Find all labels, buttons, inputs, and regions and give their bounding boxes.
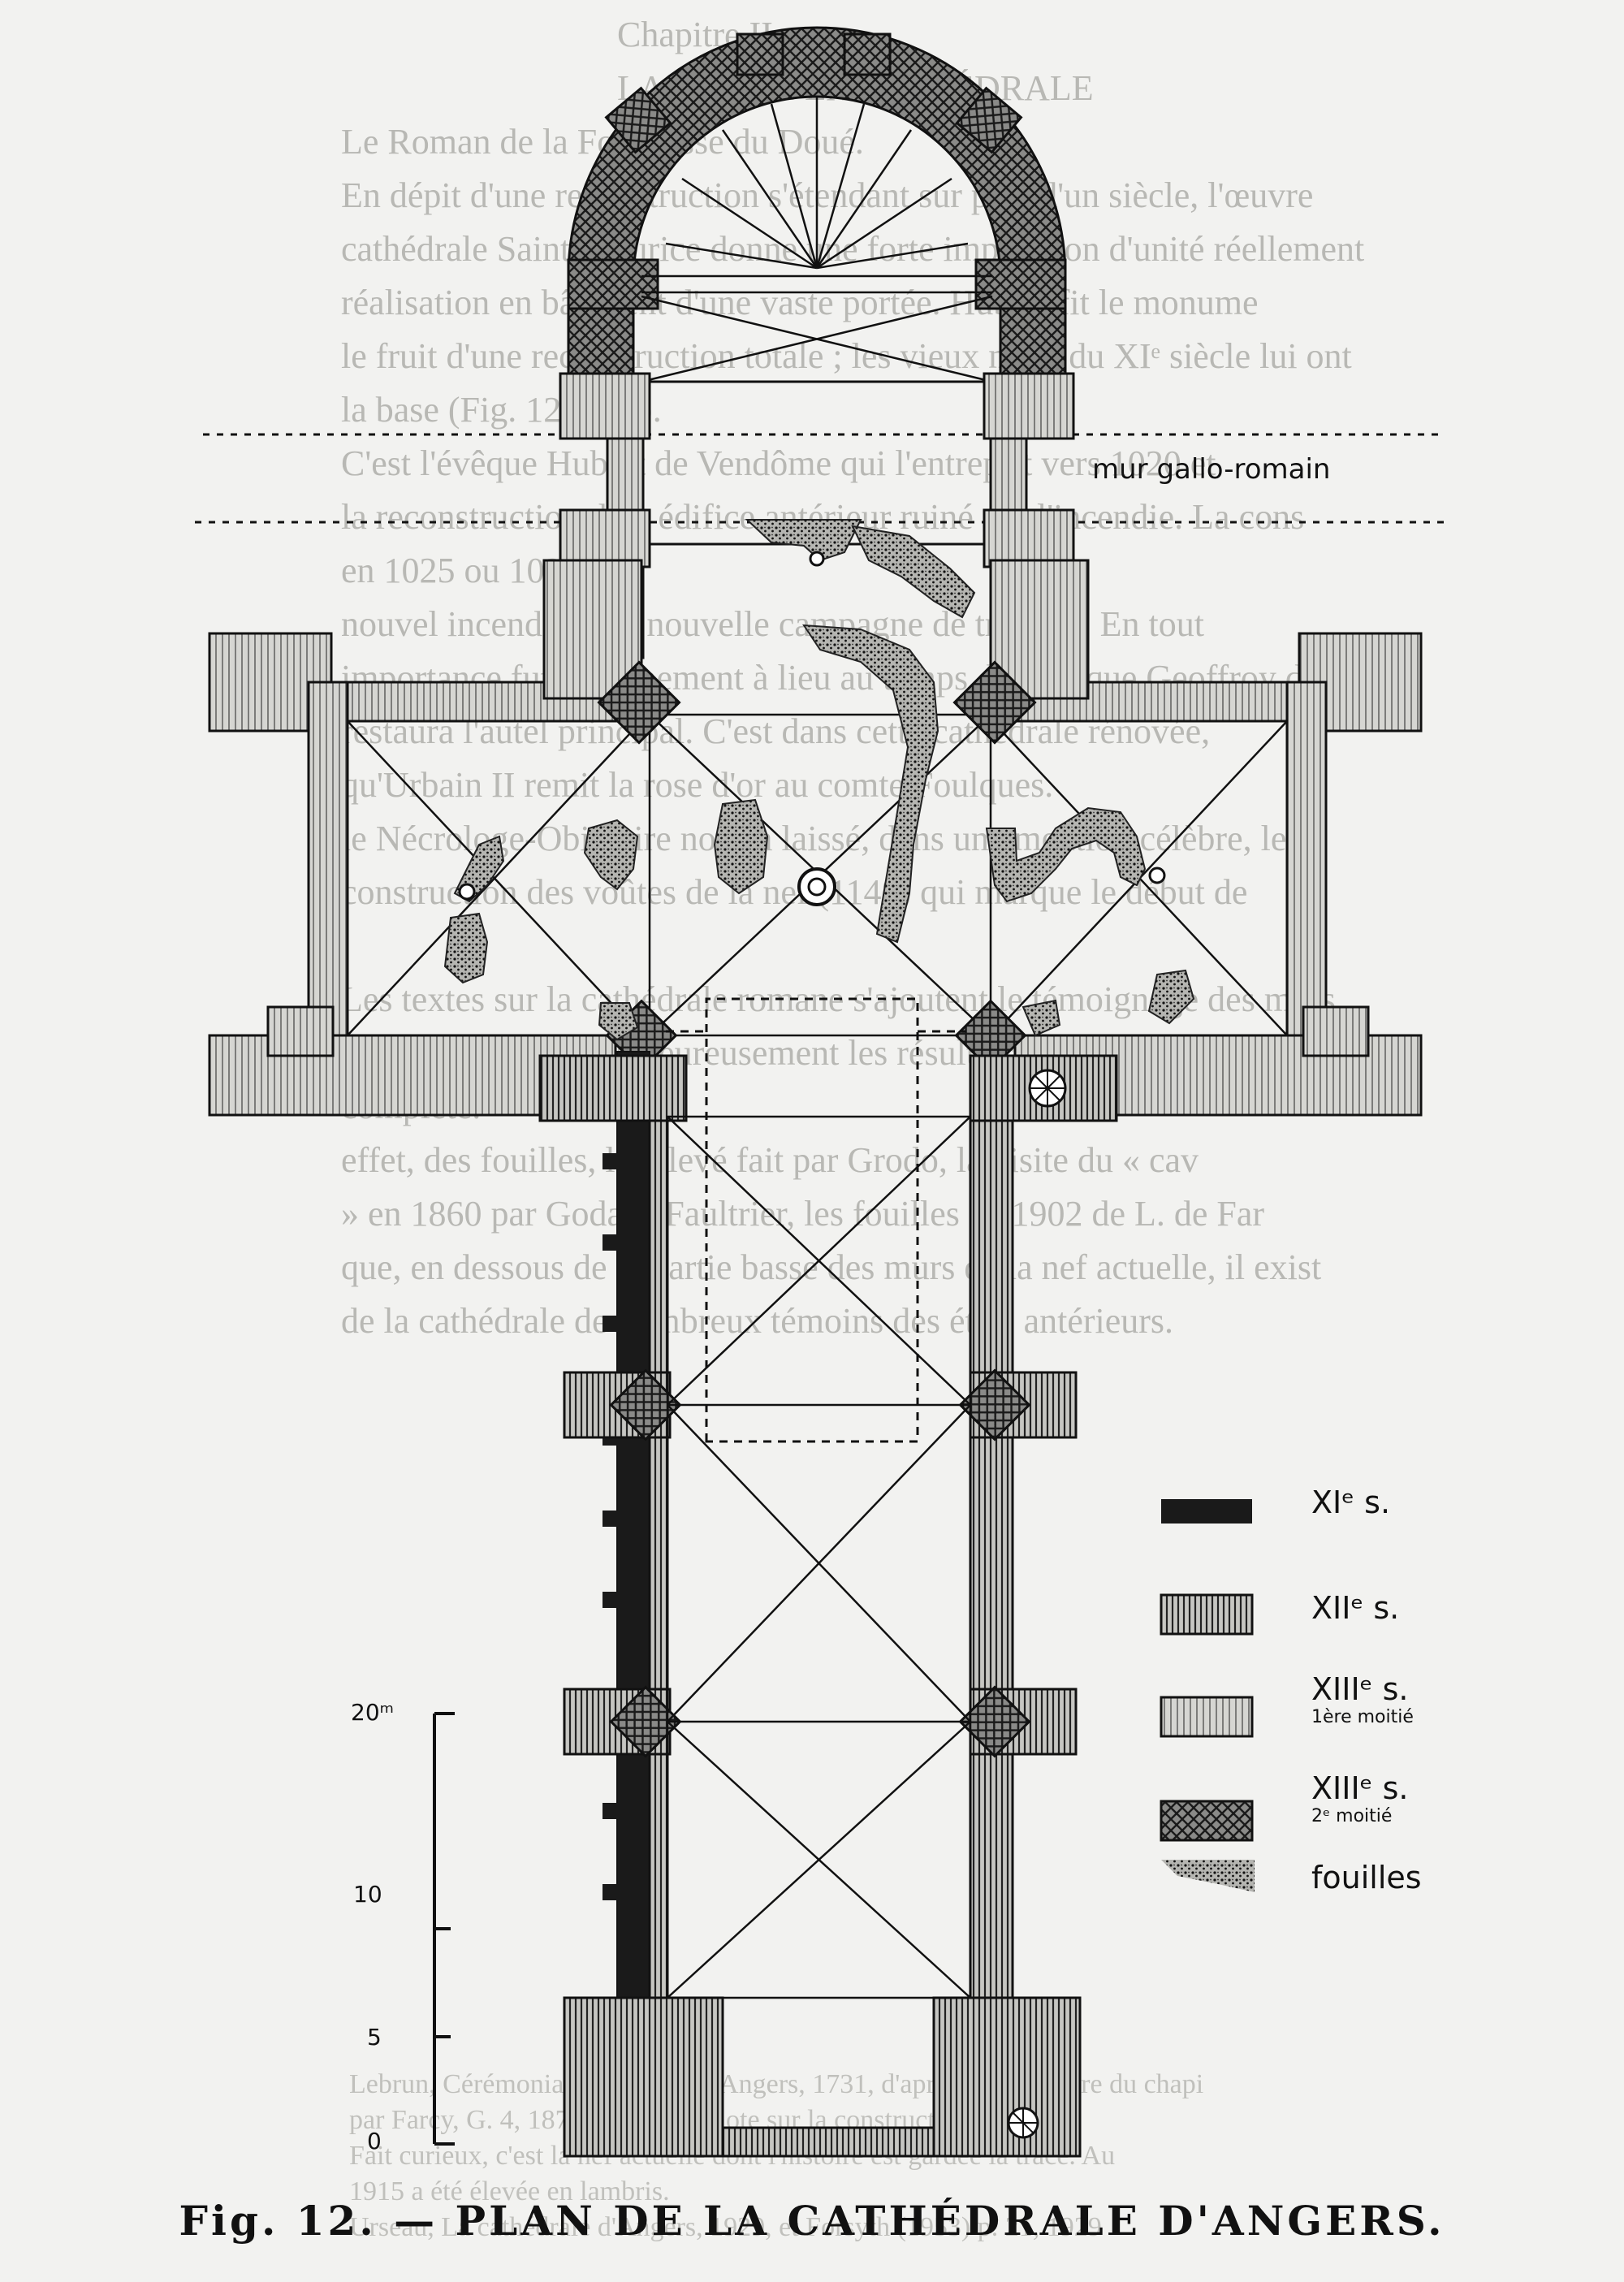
legend-item-xiii-2: XIIIᵉ s. 2ᵉ moitié [1311, 1770, 1408, 1826]
legend-label-xiii-1: XIIIᵉ s. [1311, 1671, 1409, 1707]
legend-label-xi: XIᵉ s. [1311, 1485, 1391, 1520]
background-line: effet, des fouilles, le relevé fait par … [341, 1140, 1199, 1180]
scale-label-20: 20ᵐ [351, 1699, 395, 1726]
legend-item-fouilles: fouilles [1311, 1860, 1422, 1895]
gallo-roman-wall-label: mur gallo-romain [1092, 453, 1331, 486]
legend-item-xii: XIIᵉ s. [1311, 1590, 1399, 1626]
legend-label-xii: XIIᵉ s. [1311, 1590, 1400, 1626]
background-line: que, en dessous de la partie basse des m… [341, 1247, 1322, 1287]
legend-sub-xiii-2: 2ᵉ moitié [1311, 1806, 1393, 1826]
background-footnote: Urseau, La cathédrale d'Angers, 1929, et… [349, 2212, 1102, 2242]
scale-label-5: 5 [367, 2024, 382, 2051]
legend-label-xiii-2: XIIIᵉ s. [1311, 1770, 1409, 1806]
scale-label-0: 0 [367, 2128, 382, 2155]
figure-caption: Fig. 12. — PLAN DE LA CATHÉDRALE D'ANGER… [179, 2197, 1445, 2245]
legend-item-xi: XIᵉ s. [1311, 1485, 1390, 1520]
background-line: » en 1860 par Godard-Faultrier, les foui… [341, 1194, 1265, 1234]
background-line: C'est l'évêque Hubert de Vendôme qui l'e… [341, 443, 1216, 483]
legend-label-fouilles: fouilles [1311, 1860, 1422, 1895]
background-line: En dépit d'une reconstruction s'étendant… [341, 175, 1314, 215]
legend-item-xiii-1: XIIIᵉ s. 1ère moitié [1311, 1671, 1414, 1727]
background-line: qu'Urbain II remit la rose d'or au comte… [341, 765, 1054, 805]
background-line: le fruit d'une reconstruction totale ; l… [341, 336, 1352, 376]
legend-sub-xiii-1: 1ère moitié [1311, 1707, 1414, 1727]
background-footnote: 1915 a été élevée en lambris. [349, 2176, 670, 2206]
scale-label-10: 10 [353, 1881, 382, 1908]
background-line: réalisation en bâtiment d'une vaste port… [341, 283, 1259, 322]
